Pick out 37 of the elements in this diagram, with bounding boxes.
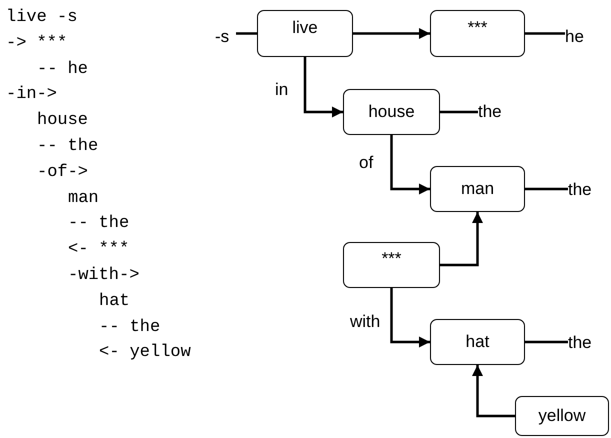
code-line: hat <box>99 292 130 312</box>
word-box: *** <box>343 242 440 288</box>
code-line: -- the <box>37 137 98 157</box>
code-line: -- the <box>99 318 160 338</box>
code-line: <- *** <box>68 240 130 260</box>
word-label: -s <box>215 27 236 47</box>
word-box: house <box>343 89 440 135</box>
arrow <box>472 365 515 418</box>
word-label: the <box>478 102 504 122</box>
code-line: <- yellow <box>99 343 191 364</box>
connector-line <box>236 32 257 35</box>
arrow <box>440 212 483 266</box>
word-box: yellow <box>515 396 609 436</box>
code-line: -> *** <box>6 34 68 54</box>
arrow <box>353 28 430 39</box>
connector-line <box>525 188 568 190</box>
connector-line <box>525 32 565 35</box>
arrow <box>304 57 343 118</box>
code-line: man <box>68 188 99 209</box>
word-label: he <box>565 27 587 47</box>
word-box: *** <box>430 10 525 57</box>
word-label: the <box>568 333 594 353</box>
word-box: live <box>257 10 353 57</box>
word-label: the <box>568 180 594 200</box>
code-line: -with-> <box>68 266 140 286</box>
arrow <box>390 288 430 348</box>
code-line: -in-> <box>6 85 58 106</box>
connector-line <box>525 340 568 344</box>
code-line: -- he <box>37 60 88 80</box>
code-line: live -s <box>6 8 78 28</box>
arrow <box>390 135 430 194</box>
code-line: -of-> <box>37 162 88 183</box>
word-box: man <box>430 166 525 212</box>
word-box: hat <box>430 319 525 365</box>
code-line: house <box>37 111 88 132</box>
connector-line <box>440 110 478 114</box>
code-line: -- the <box>68 214 130 234</box>
